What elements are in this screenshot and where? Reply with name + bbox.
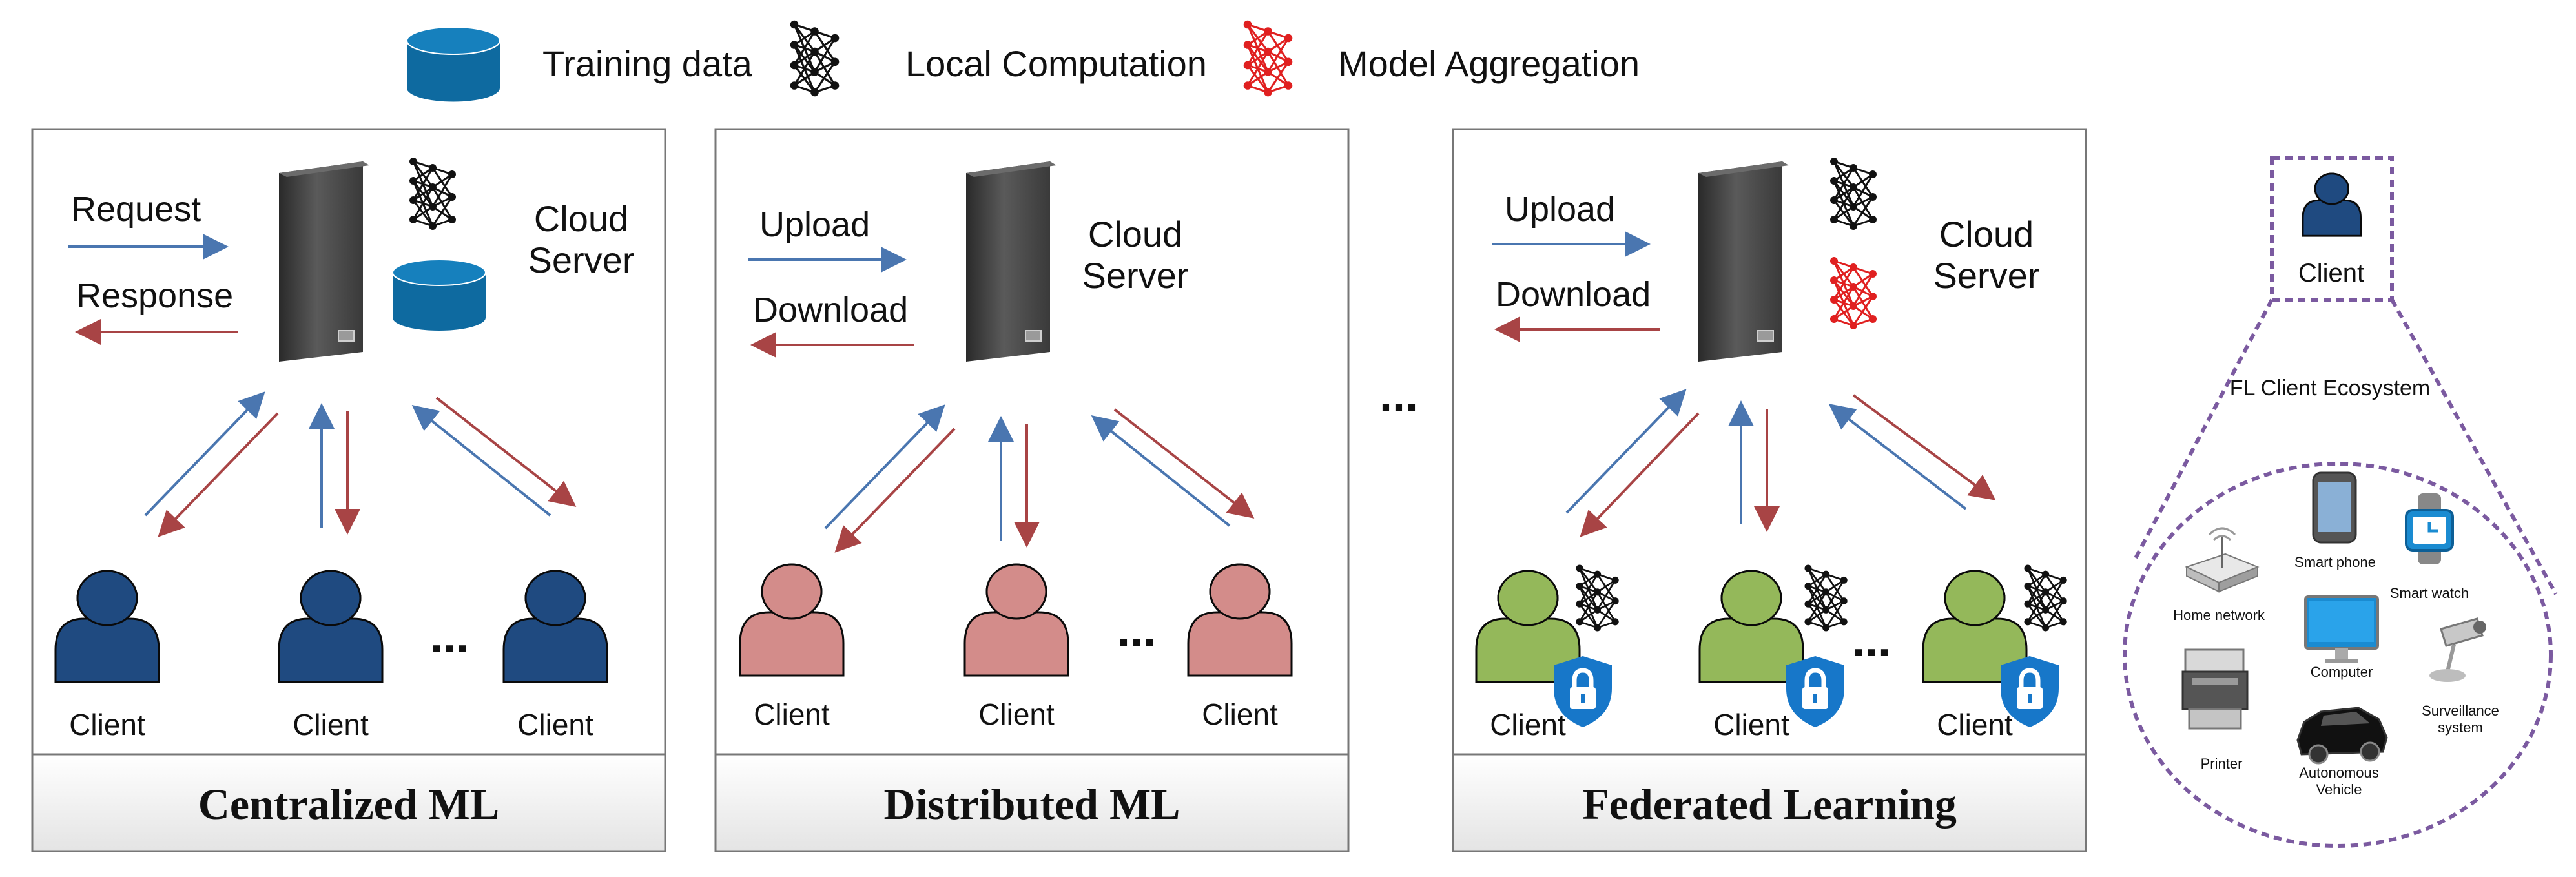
smart-watch-icon <box>2405 493 2454 564</box>
server-icon <box>278 161 370 362</box>
panel-title: Federated Learning <box>1582 779 1957 829</box>
legend: Training data Local Computation Model Ag… <box>406 19 1640 103</box>
upload-label: Upload <box>759 205 870 244</box>
vehicle-label-line2: Vehicle <box>2316 781 2362 798</box>
panel-title-bar <box>31 753 666 852</box>
client-label: Client <box>1490 708 1566 741</box>
panel-federated-learning: Federated Learning Upload Download Cloud… <box>1452 128 2087 852</box>
neural-network-red-icon <box>1242 19 1293 98</box>
ellipsis: ... <box>1852 615 1891 666</box>
panel-title: Centralized ML <box>198 779 499 829</box>
server-icon <box>965 161 1057 362</box>
between-panels-ellipsis: ... <box>1379 369 1418 421</box>
server-label-line1: Cloud <box>1088 214 1182 254</box>
server-label-line1: Cloud <box>1939 214 2034 254</box>
client-label: Client <box>517 708 593 741</box>
printer-label: Printer <box>2201 756 2243 772</box>
ecosystem-client-label: Client <box>2298 259 2364 287</box>
smart-watch-label: Smart watch <box>2390 585 2469 601</box>
client-label: Client <box>754 697 830 731</box>
panel-distributed-ml: Distributed ML Upload Download Cloud Ser… <box>714 128 1350 852</box>
home-network-label: Home network <box>2173 607 2265 623</box>
panel-title: Distributed ML <box>884 779 1180 829</box>
surveillance-camera-icon <box>2429 617 2486 682</box>
client-label: Client <box>293 708 369 741</box>
database-icon <box>392 259 486 331</box>
download-label: Download <box>753 291 908 329</box>
server-icon <box>1698 161 1789 362</box>
ellipsis: ... <box>430 611 469 663</box>
smart-phone-icon <box>2312 471 2357 544</box>
panel-title-bar <box>714 753 1350 852</box>
client-label: Client <box>1937 708 2013 741</box>
neural-network-icon <box>789 19 840 98</box>
ecosystem-title: FL Client Ecosystem <box>2230 376 2431 400</box>
computer-label: Computer <box>2311 664 2373 680</box>
printer-icon <box>2181 648 2249 730</box>
ellipsis: ... <box>1117 604 1156 656</box>
fl-client-ecosystem: Client FL Client Ecosystem Home network … <box>2123 156 2558 848</box>
download-label: Download <box>1496 275 1651 314</box>
upload-label: Upload <box>1505 190 1615 229</box>
server-label-line1: Cloud <box>534 198 628 239</box>
request-label: Request <box>71 190 201 229</box>
client-focus-box <box>2270 156 2394 302</box>
client-label: Client <box>1713 708 1789 741</box>
client-label: Client <box>69 708 145 741</box>
legend-model-aggregation: Model Aggregation <box>1338 43 1640 84</box>
computer-icon <box>2304 595 2379 663</box>
legend-training-data: Training data <box>542 43 753 84</box>
surveillance-label-line2: system <box>2438 719 2483 736</box>
server-label-line2: Server <box>528 240 635 280</box>
ecosystem-circle <box>2123 462 2553 848</box>
vehicle-label-line1: Autonomous <box>2299 765 2379 781</box>
panel-title-bar <box>1452 753 2087 852</box>
response-label: Response <box>76 276 233 315</box>
database-icon <box>406 26 501 103</box>
surveillance-label-line1: Surveillance <box>2422 703 2499 719</box>
autonomous-vehicle-icon <box>2296 707 2388 765</box>
smart-phone-label: Smart phone <box>2294 554 2376 570</box>
server-label-line2: Server <box>1082 255 1189 296</box>
client-label: Client <box>978 697 1055 731</box>
legend-local-computation: Local Computation <box>905 43 1207 84</box>
panel-centralized-ml: Centralized ML Request Response Cloud Se… <box>31 128 666 852</box>
client-icon <box>2302 172 2362 237</box>
server-label-line2: Server <box>1933 255 2040 296</box>
home-network-icon <box>2185 527 2260 593</box>
client-label: Client <box>1202 697 1278 731</box>
